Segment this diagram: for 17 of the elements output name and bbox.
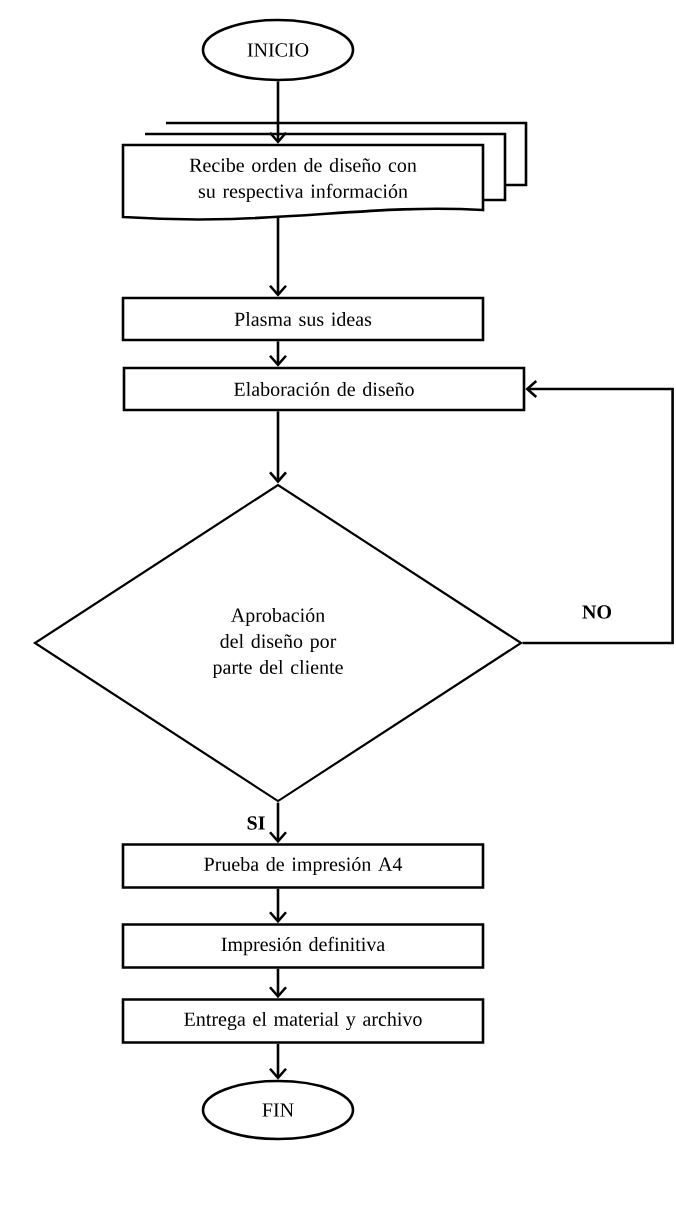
edge-label: NO: [581, 604, 613, 620]
arrow: [269, 411, 287, 484]
arrow: [269, 968, 287, 999]
arrow: [269, 341, 287, 367]
arrow: [269, 1043, 287, 1080]
arrow: [269, 216, 287, 297]
process-box: Plasma sus ideas: [121, 296, 485, 342]
process-box: Impresión definitiva: [121, 923, 485, 969]
edge-label: SI: [245, 815, 267, 831]
multi-document-box: Recibe orden de diseño con su respectiva información: [121, 121, 528, 221]
process-box: Prueba de impresión A4: [121, 843, 485, 889]
arrow: [269, 802, 287, 844]
process-box: Elaboración de diseño: [122, 366, 526, 412]
arrow: [269, 888, 287, 924]
arrow: [522, 380, 674, 645]
process-box: Entrega el material y archivo: [121, 998, 485, 1044]
arrow: [269, 81, 287, 144]
